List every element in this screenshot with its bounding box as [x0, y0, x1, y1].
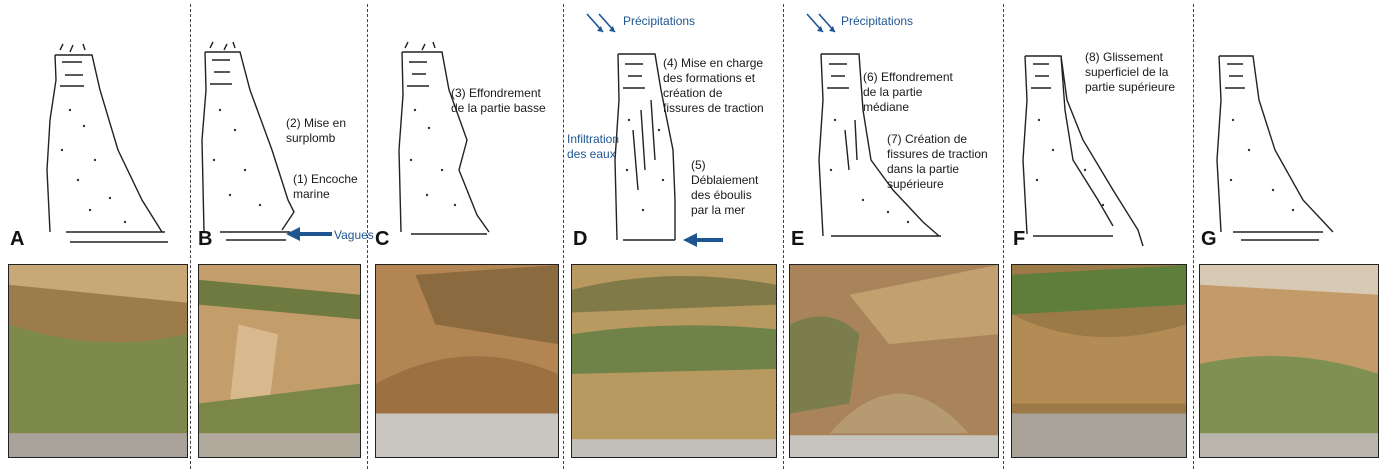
infiltration-label: Infiltration des eaux: [567, 132, 620, 161]
rain-arrows-icon: [586, 13, 616, 33]
panel-letter-d: D: [573, 228, 588, 250]
cliff-sketch-a: [46, 43, 168, 243]
panel-c: (3) Effondrement de la partie basse C: [367, 0, 563, 473]
precipitation-label-d: Précipitations: [623, 14, 696, 28]
panel-letter-g: G: [1201, 228, 1217, 250]
separator: [1003, 4, 1004, 469]
note-b-2: (2) Mise en surplomb: [286, 116, 347, 145]
note-e-7: (7) Création de fissures de traction dan…: [887, 132, 988, 191]
photo-b: [198, 264, 361, 458]
rain-arrows-icon: [806, 13, 836, 33]
panel-letter-f: F: [1013, 228, 1026, 250]
photo-e: [789, 264, 999, 458]
separator: [367, 4, 368, 469]
panel-d: Précipitations (4) Mise en charge des fo…: [563, 0, 783, 473]
precipitation-label-e: Précipitations: [841, 14, 914, 28]
panel-a: A: [0, 0, 190, 473]
separator: [783, 4, 784, 469]
wave-arrow-icon: [286, 227, 332, 241]
cliff-sketch-f: [1022, 55, 1144, 247]
note-d-4: (4) Mise en charge des formations et cré…: [663, 56, 764, 115]
cliff-sketch-e: [818, 53, 941, 237]
separator: [563, 4, 564, 469]
photo-a: [8, 264, 188, 458]
panel-f: (8) Glissement superficiel de la partie …: [1003, 0, 1193, 473]
separator: [190, 4, 191, 469]
separator: [1193, 4, 1194, 469]
panel-b: (2) Mise en surplomb (1) Encoche marine …: [190, 0, 374, 473]
cliff-sketch-d: [614, 53, 676, 241]
photo-f: [1011, 264, 1187, 458]
panel-letter-e: E: [791, 228, 805, 250]
photo-c: [375, 264, 559, 458]
photo-g: [1199, 264, 1379, 458]
panel-e: Précipitations (6) Effondrement de la pa…: [783, 0, 1003, 473]
note-e-6: (6) Effondrement de la partie médiane: [863, 70, 953, 114]
note-c-3: (3) Effondrement de la partie basse: [451, 86, 546, 115]
panel-letter-a: A: [10, 228, 25, 250]
panel-g: G: [1193, 0, 1386, 473]
cliff-sketch-b: [201, 41, 295, 241]
note-f-8: (8) Glissement superficiel de la partie …: [1085, 50, 1176, 94]
note-d-5: (5) Déblaiement des éboulis par la mer: [691, 158, 759, 217]
waves-label: Vagues: [334, 228, 374, 242]
note-b-1: (1) Encoche marine: [293, 172, 358, 201]
sea-arrow-icon: [683, 233, 723, 247]
cliff-sketch-c: [398, 41, 490, 235]
photo-d: [571, 264, 777, 458]
cliff-sketch-g: [1216, 55, 1334, 241]
panel-letter-c: C: [375, 228, 390, 250]
panel-letter-b: B: [198, 228, 213, 250]
